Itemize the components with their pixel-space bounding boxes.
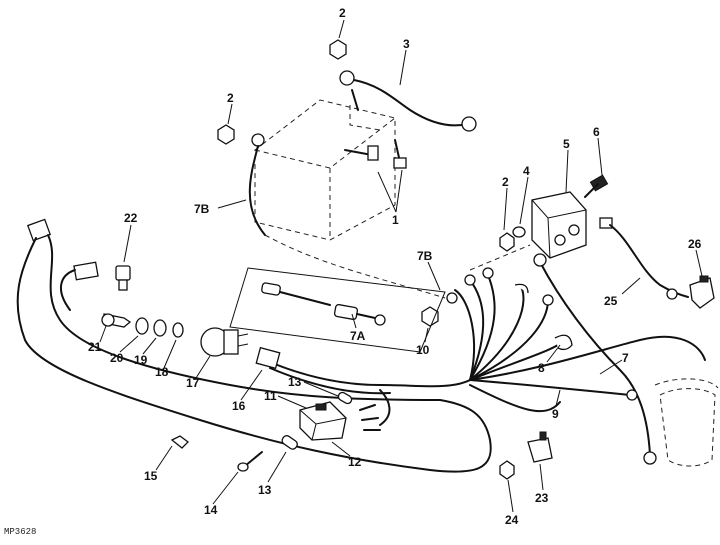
connector-16	[255, 346, 281, 370]
callout-label: 3	[403, 37, 410, 51]
callout-label: 2	[227, 91, 234, 105]
nut-solenoid	[499, 232, 515, 252]
callout-label: 6	[593, 125, 600, 139]
callout-label: 10	[416, 343, 430, 357]
nut-10	[421, 306, 439, 327]
callout-label: 13	[258, 483, 272, 497]
nut-top	[329, 39, 347, 60]
nut-24	[499, 460, 515, 480]
callout-label: 20	[110, 351, 124, 365]
callout-label: 24	[505, 513, 519, 527]
left-connectors	[16, 218, 492, 473]
callout-label: 7B	[417, 249, 433, 263]
battery-cable-3	[339, 70, 477, 132]
leader-lines	[99, 19, 703, 513]
callout-label: 11	[264, 389, 277, 403]
starter-solenoid	[531, 174, 613, 259]
callout-label: 2	[502, 175, 509, 189]
key-switch-assembly	[101, 313, 249, 357]
callout-label: 1	[392, 213, 399, 227]
main-harness	[264, 261, 706, 456]
callout-label: 25	[604, 294, 618, 308]
callout-label: 7A	[350, 329, 366, 343]
battery	[254, 99, 396, 241]
washer-4	[512, 226, 526, 238]
callout-label: 19	[134, 353, 148, 367]
callout-label: 21	[88, 340, 102, 354]
battery-cable-7b	[248, 133, 446, 299]
figure-id: MP3628	[4, 527, 37, 537]
callout-label: 2	[339, 6, 346, 20]
nut-left	[217, 124, 235, 145]
callout-label: 12	[348, 455, 362, 469]
callout-label: 22	[124, 211, 138, 225]
cable-25	[609, 224, 715, 309]
fuse-13-lower	[281, 435, 298, 450]
callout-label: 7	[622, 351, 629, 365]
callout-label: 14	[204, 503, 218, 517]
sensor-22	[115, 265, 131, 291]
callout-label: 9	[552, 407, 559, 421]
inset-7a	[229, 267, 446, 353]
clip-15	[170, 435, 189, 449]
callout-label: 16	[232, 399, 246, 413]
callout-labels: 2 3 2 1 7B 2 4 5 6 22 26 7B 25 7A 10 8 7…	[88, 6, 702, 527]
callout-label: 4	[523, 164, 530, 178]
switch-23	[527, 431, 553, 463]
callout-label: 7B	[194, 202, 210, 216]
battery-bolts	[344, 139, 407, 169]
callout-label: 18	[155, 365, 169, 379]
callout-label: 5	[563, 137, 570, 151]
reservoir	[654, 378, 719, 467]
callout-label: 26	[688, 237, 702, 251]
callout-label: 23	[535, 491, 549, 505]
screw-14	[237, 451, 263, 472]
callout-label: 15	[144, 469, 158, 483]
relay-12	[299, 389, 391, 441]
callout-label: 13	[288, 375, 302, 389]
fuse-13-upper	[337, 391, 353, 405]
callout-label: 8	[538, 361, 545, 375]
callout-label: 17	[186, 376, 200, 390]
